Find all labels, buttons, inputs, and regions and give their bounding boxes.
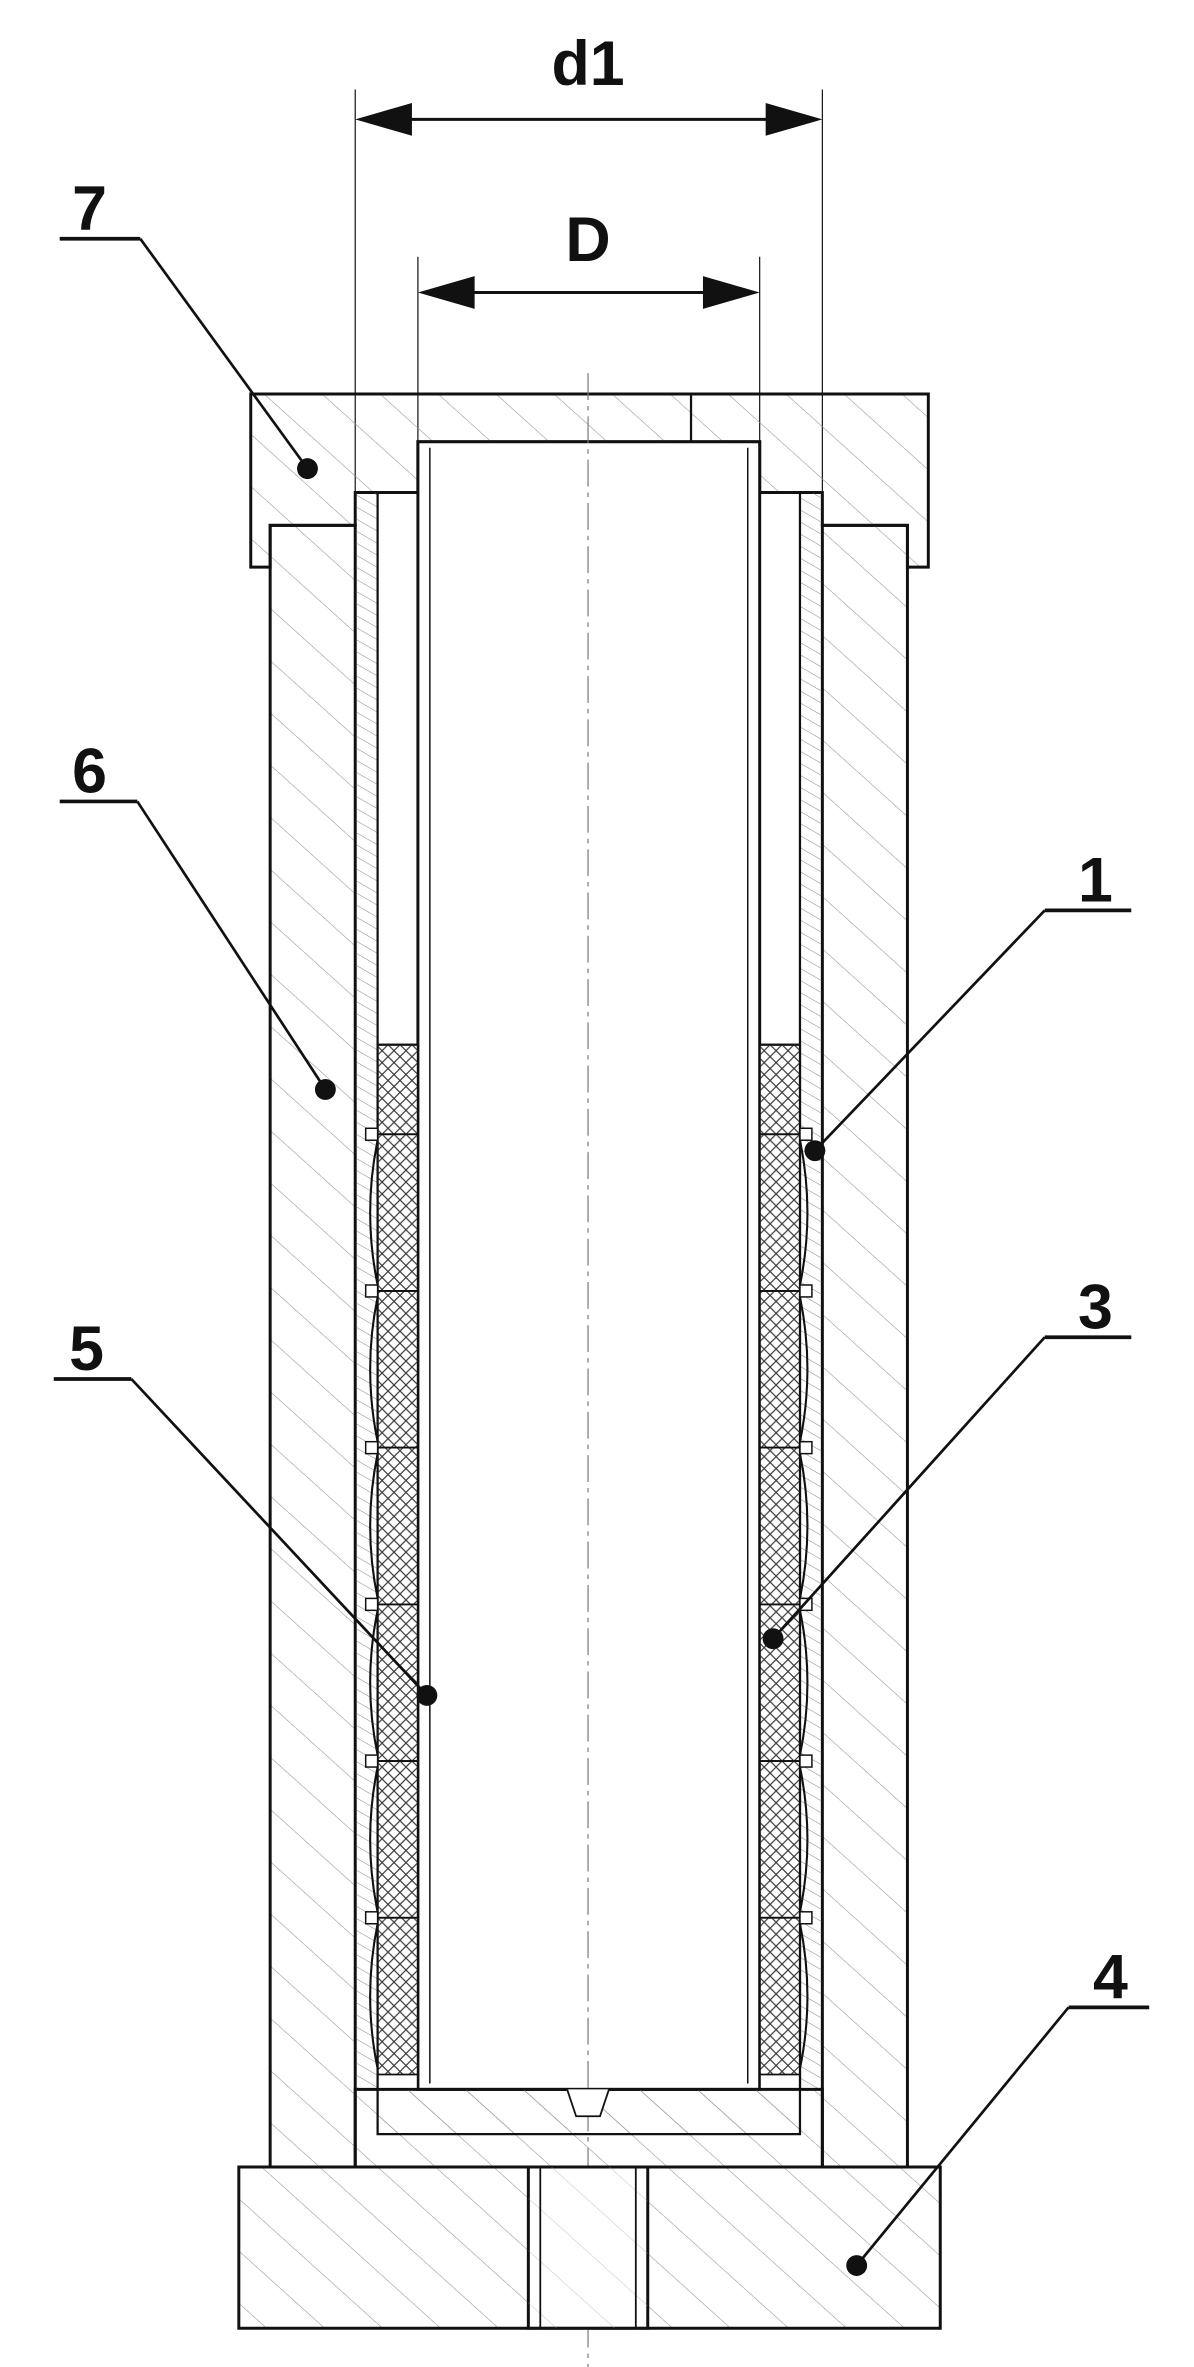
spring-washer [369, 1766, 379, 1913]
washer-tab [364, 1440, 379, 1455]
washer-tab [799, 1754, 813, 1768]
arrowhead-left [355, 102, 412, 136]
callout-label-3: 3 [1078, 1272, 1113, 1342]
packing-ring [758, 1916, 801, 2076]
callout-label-6: 6 [72, 736, 107, 806]
arrowhead-right [765, 102, 823, 136]
base [237, 2165, 942, 2330]
packing-ring [758, 1603, 801, 1762]
packing-ring [376, 1916, 419, 2076]
spring-washer [369, 1453, 379, 1599]
dimension-d1: d1 [355, 29, 823, 136]
spring-washer [798, 1766, 809, 1913]
packing-ring [376, 1603, 419, 1762]
washer-tab [799, 1127, 813, 1141]
packing-ring [758, 1133, 801, 1292]
washer-tab [799, 1597, 813, 1612]
packing-ring [376, 1290, 419, 1449]
washer-tab [364, 1127, 379, 1141]
spring-washer [798, 1923, 809, 2069]
packing-ring [758, 1760, 801, 1919]
callout-7: 7 [59, 174, 318, 480]
spring-washer [369, 1296, 379, 1442]
callout-3: 3 [762, 1272, 1132, 1650]
spring-washer [798, 1140, 809, 1286]
spring-washer [369, 1610, 379, 1756]
spring-washer [369, 1140, 379, 1286]
packing-ring [376, 1446, 419, 1606]
callout-4: 4 [846, 1942, 1150, 2276]
dimension-label-D: D [565, 205, 610, 275]
dimension-label-d1: d1 [551, 29, 624, 99]
right-packing-stack [758, 1043, 813, 2091]
washer-tab [364, 1284, 379, 1298]
inner-pipe [416, 373, 762, 2367]
spring-washer [369, 1923, 379, 2069]
spring-washer [798, 1296, 809, 1442]
callout-5: 5 [53, 1314, 438, 1706]
callout-label-1: 1 [1078, 845, 1113, 915]
callout-label-7: 7 [72, 174, 107, 244]
callout-label-4: 4 [1093, 1942, 1128, 2012]
callout-label-5: 5 [69, 1314, 104, 1384]
inner-bottom-plate [353, 2087, 824, 2169]
callout-1: 1 [804, 845, 1132, 1162]
washer-tab [799, 1440, 813, 1455]
outer-sleeve [268, 523, 909, 2169]
packing-ring [758, 1290, 801, 1449]
arrowhead-right [702, 276, 760, 309]
washer-tab [799, 1284, 813, 1298]
washer-tab [364, 1754, 379, 1768]
dimension-D: D [417, 205, 760, 309]
packing-ring [758, 1446, 801, 1606]
packing-ring [376, 1760, 419, 1919]
spring-washer [798, 1453, 809, 1599]
spring-washer [798, 1610, 809, 1756]
left-packing-stack [364, 1043, 420, 2091]
packing-ring [376, 1133, 419, 1292]
washer-tab [364, 1597, 379, 1612]
callout-6: 6 [59, 736, 336, 1100]
washer-tab [799, 1911, 813, 1925]
washer-tab [364, 1911, 379, 1925]
arrowhead-left [417, 276, 475, 309]
